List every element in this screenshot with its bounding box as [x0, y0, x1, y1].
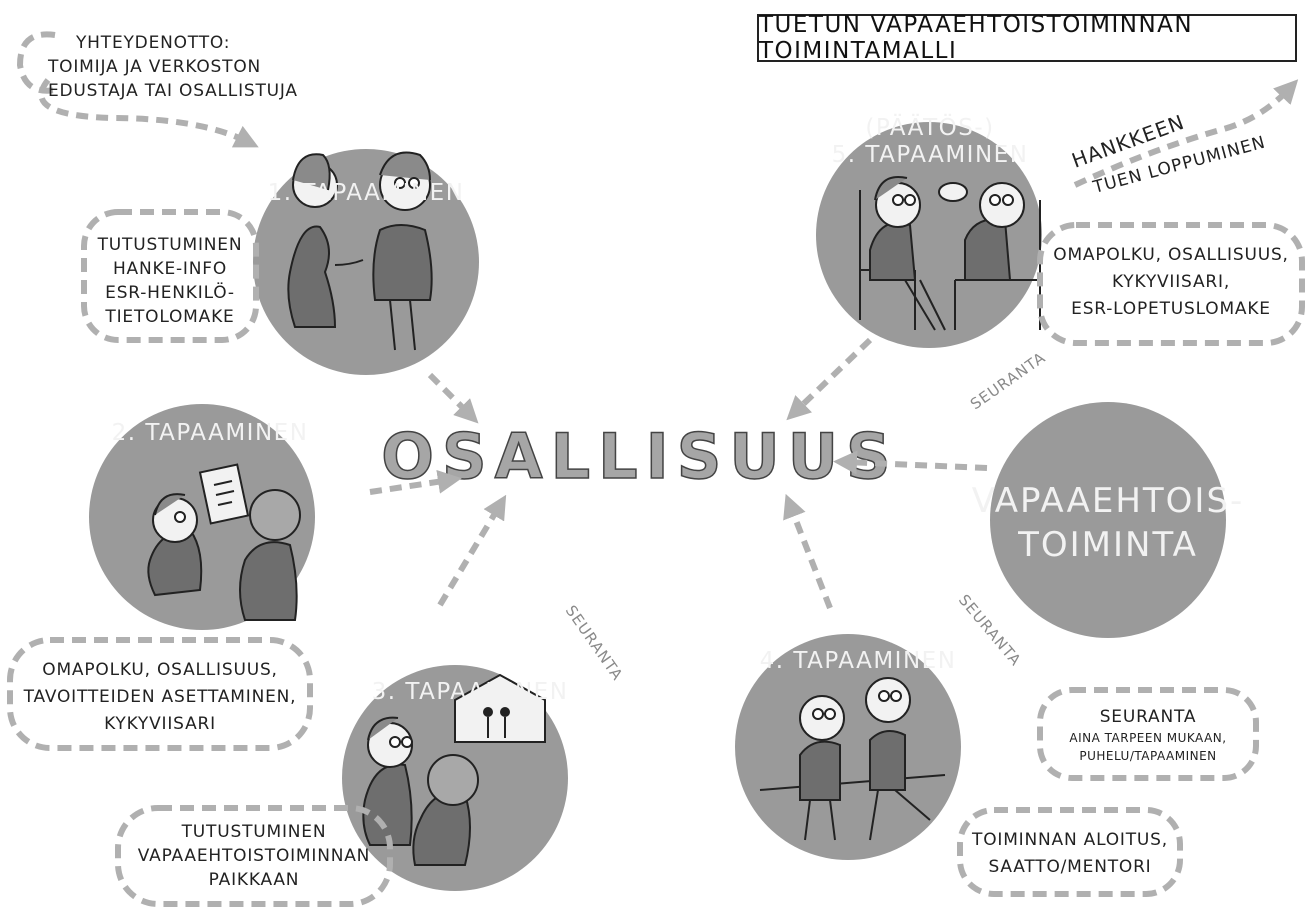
followup-line-1: AINA TARPEEN MUKAAN,	[1069, 731, 1226, 745]
flow-arrows	[38, 78, 1299, 610]
meeting-4-note-line-2: SAATTO/MENTORI	[988, 857, 1151, 877]
volunteer-circle	[990, 402, 1226, 638]
meeting-2-note-bubble	[7, 637, 313, 751]
followup-line-2: PUHELU/TAPAAMINEN	[1079, 749, 1216, 763]
center-label: OSALLISUUS	[381, 420, 898, 493]
contact-line-1: YHTEYDENOTTO:	[75, 33, 230, 53]
volunteer-line-1: VAPAAEHTOIS-	[972, 481, 1245, 521]
meeting-1-note-line-4: TIETOLOMAKE	[104, 307, 234, 327]
meeting-5-note-line-1: OMAPOLKU, OSALLISUUS,	[1053, 245, 1288, 265]
meeting-5-title: 5. TAPAAMINEN	[832, 142, 1029, 168]
seuranta-label-1: SEURANTA	[967, 348, 1049, 413]
meeting-1-note-bubble	[81, 209, 259, 343]
meeting-2-note-line-1: OMAPOLKU, OSALLISUUS,	[42, 660, 277, 680]
meeting-2-title: 2. TAPAAMINEN	[112, 420, 309, 446]
meeting-1-note-line-3: ESR-HENKILÖ-	[105, 281, 235, 303]
meeting-4-note-bubble	[957, 807, 1183, 897]
volunteer-line-2: TOIMINTA	[1017, 525, 1198, 565]
meeting-5-note-bubble	[1037, 222, 1305, 346]
meeting-3-note-line-2: VAPAAEHTOISTOIMINNAN	[138, 846, 370, 866]
meeting-3-title: 3. TAPAAMINEN	[372, 679, 569, 705]
followup-bubble	[1037, 687, 1259, 781]
meeting-5-prefix: (PÄÄTÖS-)	[865, 113, 994, 141]
followup-title: SEURANTA	[1100, 707, 1197, 727]
meeting-1-illustration	[287, 151, 433, 351]
meeting-3-illustration	[362, 673, 546, 866]
meeting-3-note-bubble	[115, 805, 393, 907]
meeting-3-note-line-1: TUTUSTUMINEN	[181, 822, 327, 842]
seuranta-label-2: SEURANTA	[562, 602, 627, 684]
meeting-5-note-line-3: ESR-LOPETUSLOMAKE	[1071, 299, 1271, 319]
seuranta-label-3: SEURANTA	[955, 591, 1025, 670]
meeting-3-note-line-3: PAIKKAAN	[209, 870, 300, 890]
meeting-1-note-line-2: HANKE-INFO	[113, 259, 227, 279]
meeting-1-note-line-1: TUTUSTUMINEN	[97, 235, 243, 255]
meeting-4-illustration	[759, 677, 946, 841]
meeting-5-note-line-2: KYKYVIISARI,	[1112, 272, 1230, 292]
meeting-1-title: 1. TAPAAMINEN	[268, 180, 465, 206]
meeting-2-note-line-3: KYKYVIISARI	[104, 714, 216, 734]
contact-line-2: TOIMIJA JA VERKOSTON	[47, 57, 261, 77]
meeting-4-title: 4. TAPAAMINEN	[760, 648, 957, 674]
contact-line-3: EDUSTAJA TAI OSALLISTUJA	[48, 81, 298, 101]
meeting-2-note-line-2: TAVOITTEIDEN ASETTAMINEN,	[23, 687, 297, 707]
meeting-4-note-line-1: TOIMINNAN ALOITUS,	[971, 830, 1168, 850]
contact-bubble	[16, 31, 56, 94]
diagram-title: TUETUN VAPAAEHTOISTOIMINNAN TOIMINTAMALL…	[757, 12, 1297, 64]
meeting-2-illustration	[147, 463, 301, 621]
meeting-5-circle	[816, 122, 1042, 348]
